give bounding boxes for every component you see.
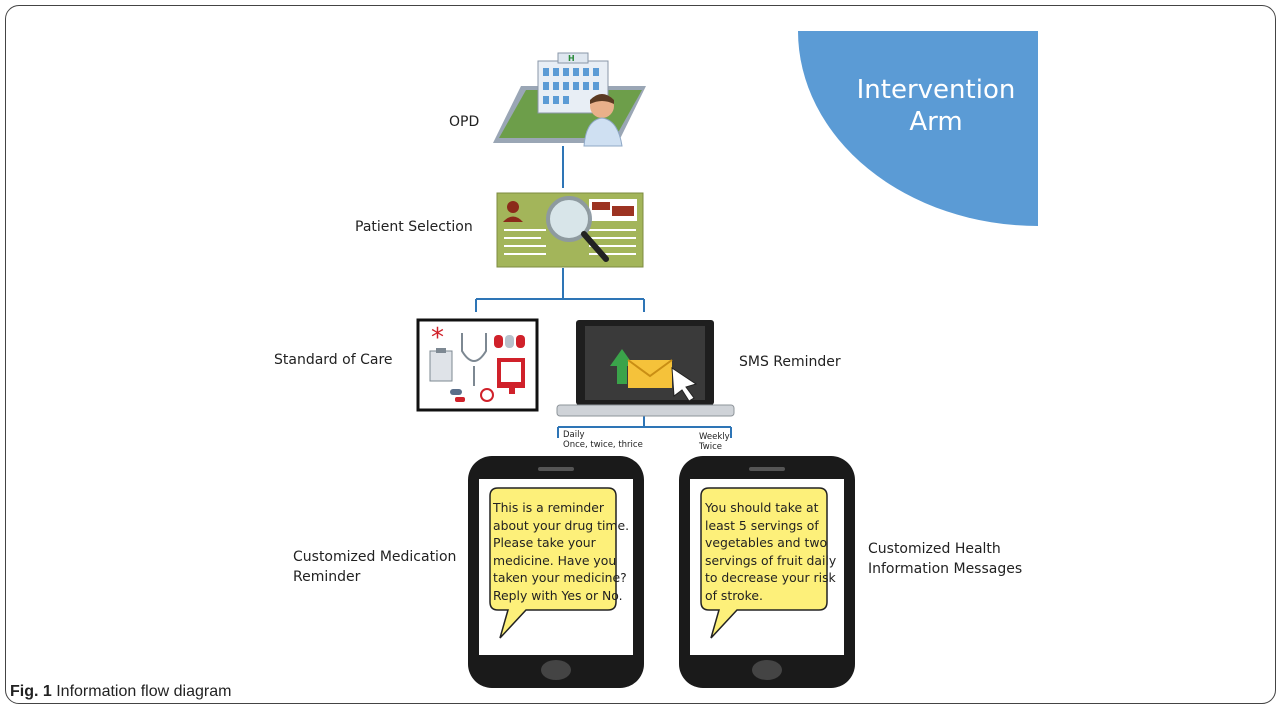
label-standard-of-care: Standard of Care <box>274 352 393 368</box>
intervention-arm-shape <box>798 31 1038 226</box>
svg-text:H: H <box>568 54 575 63</box>
standard-of-care-icon: * <box>416 318 539 412</box>
label-sms-reminder: SMS Reminder <box>739 354 841 370</box>
label-health-info: Customized Health Information Messages <box>868 541 1023 577</box>
label-medication-reminder: Customized Medication Reminder <box>293 549 457 585</box>
medication-message: This is a reminder about your drug time.… <box>493 500 630 603</box>
laptop-icon <box>556 320 735 417</box>
intervention-arm-label: Intervention Arm <box>856 75 1016 137</box>
health-message: You should take at least 5 servings of v… <box>705 500 837 603</box>
svg-text:*: * <box>431 323 444 353</box>
phone-right-graphic <box>679 456 855 688</box>
label-opd: OPD <box>449 114 480 130</box>
figure-caption: Fig. 1 Information flow diagram <box>10 683 231 701</box>
phone-left-graphic <box>468 456 644 688</box>
label-weekly-frequency: Weekly Twice <box>699 432 730 452</box>
hospital-icon: H <box>493 52 646 147</box>
patient-card-icon <box>496 192 644 268</box>
connector-lines <box>475 146 732 438</box>
caption-text: Information flow diagram <box>56 683 232 700</box>
caption-label: Fig. 1 <box>10 683 52 700</box>
diagram-graphics: H <box>416 52 855 688</box>
figure-frame: Intervention Arm H <box>5 5 1276 704</box>
label-patient-selection: Patient Selection <box>355 219 473 235</box>
label-daily-frequency: Daily Once, twice, thrice <box>563 430 643 450</box>
